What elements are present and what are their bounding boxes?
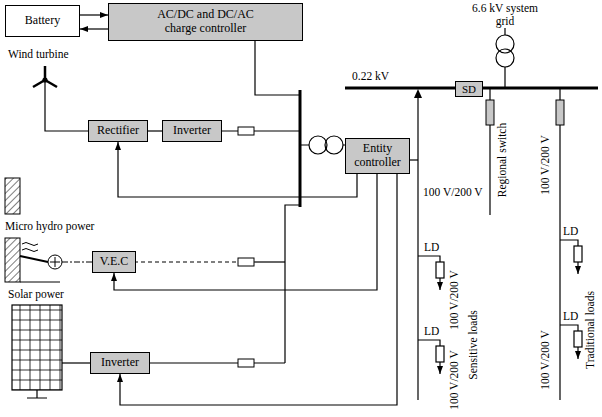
connector-line [80,14,108,15]
bus-bar [300,88,598,207]
connector-line [148,130,162,131]
load-label: LD [424,241,439,254]
load-symbol [436,262,444,278]
connector-line [118,142,357,197]
converter-box: Inverter [162,120,222,142]
load-symbol [418,256,440,262]
load-symbol [560,240,578,246]
controller-box: AC/DC and DC/AC charge controller [108,3,303,41]
wire [134,28,560,400]
micro-hydro-icon [5,238,20,282]
box-text: Inverter [101,356,139,370]
load-symbol [436,346,444,362]
wire [134,261,238,262]
switch-label: Regional switch [496,123,509,197]
transformer-symbol [309,136,327,154]
voltage-label: 0.22 kV [352,70,389,83]
box-text: SD [462,83,476,96]
converter-box: V.E.C [92,251,136,273]
resistor-symbol [238,359,254,367]
load-symbol [439,278,440,290]
wire [300,144,347,145]
micro-hydro-icon [22,243,38,252]
voltage-label: 100 V/200 V [539,330,552,390]
wind-turbine-icon [45,82,90,131]
load-symbol [574,331,582,347]
solar-panel-icon [12,305,62,390]
wire [255,38,300,95]
converter-box: Inverter [90,352,150,374]
wire [220,130,300,131]
load-symbol [560,325,578,331]
load-label: LD [563,225,578,238]
source-label: Micro hydro power [5,220,94,233]
feeder-arrow [414,89,422,98]
micro-hydro-icon [20,256,48,262]
box-text: Battery [25,14,60,28]
resistor-symbol [238,127,254,135]
wire [285,205,300,363]
transformer-symbol [496,35,514,53]
converter-box: Rectifier [88,120,148,142]
transformer-symbol [309,35,514,154]
grid-label: 6.6 kV system grid [465,2,545,28]
micro-hydro-icon [62,262,94,263]
load-symbol [577,262,578,274]
source-label: Wind turbine [8,48,69,61]
switch-symbol [556,100,564,125]
switch-symbol [486,100,564,125]
load-symbol [439,362,440,374]
feeder-label: Sensitive loads [467,310,480,379]
voltage-label: 100 V/200 V [448,270,461,330]
micro-hydro-icon [5,178,94,282]
source-label: Solar power [8,288,64,301]
solar-panel-icon [27,390,47,398]
voltage-label: 100 V/200 V [448,350,461,410]
load-label: LD [424,325,439,338]
bus-bar [299,90,302,207]
wire [254,261,285,262]
load-symbol [418,340,440,346]
box-text: Inverter [173,124,211,138]
micro-hydro-icon [48,255,62,269]
micro-hydro-icon [20,282,60,283]
switch-symbol [486,100,494,125]
wire [559,88,560,400]
disconnect-box: SD [455,81,483,97]
load-symbol [574,246,582,262]
transformer-symbol [325,136,343,154]
resistor-symbol [238,258,254,266]
wire [504,28,505,88]
load-symbol [418,240,582,374]
box-text: AC/DC and DC/AC charge controller [147,8,264,36]
connector-line [120,174,397,405]
voltage-label: 100 V/200 V [423,186,483,199]
controller-box: Entity controller [345,138,410,174]
transformer-symbol [496,49,514,67]
box-text: V.E.C [100,255,128,269]
box-text: Rectifier [97,124,139,138]
box-text: Entity controller [349,142,406,170]
storage-box: Battery [5,5,80,37]
load-label: LD [563,310,578,323]
feeder-label: Traditional loads [584,291,597,369]
wire [417,92,418,400]
resistor-symbol [238,127,254,367]
solar-panel-icon [62,362,92,363]
connector-line [80,28,108,29]
wind-turbine-icon [43,78,47,82]
connector-line [114,174,377,290]
load-symbol [577,347,578,359]
feeder-arrow [414,89,422,98]
wind-turbine-icon [33,66,90,131]
wire [148,362,285,363]
voltage-label: 100 V/200 V [539,135,552,195]
micro-hydro-icon [50,257,60,267]
solar-panel-icon [12,305,92,398]
micro-hydro-icon [5,178,20,214]
